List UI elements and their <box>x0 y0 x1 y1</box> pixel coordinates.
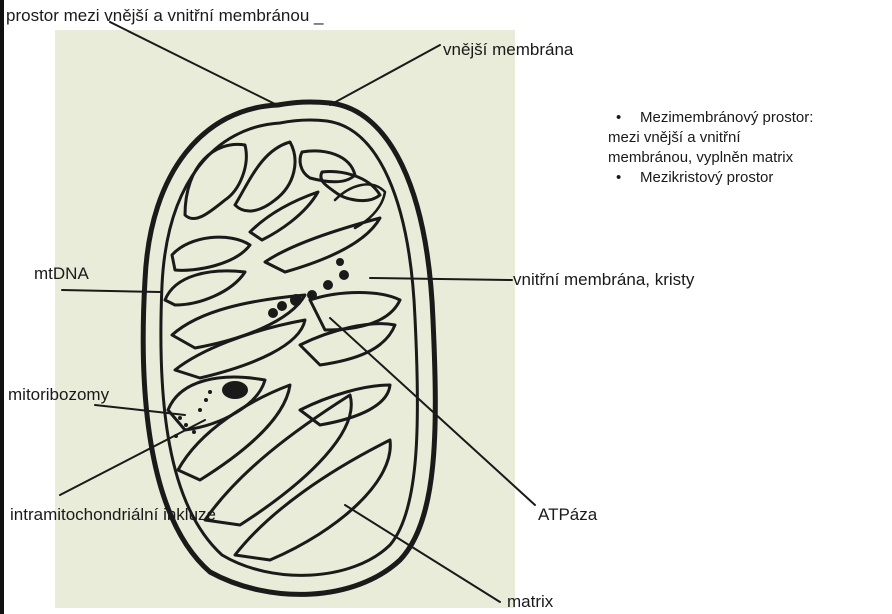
crista-5 <box>165 271 245 305</box>
label-inner-membrane: vnitřní membrána, kristy <box>513 270 694 290</box>
atpase-particle <box>336 258 344 266</box>
atpase-particle <box>323 280 333 290</box>
atpase-particle <box>268 308 278 318</box>
atpase-particle <box>307 290 317 300</box>
crista-2 <box>250 192 318 240</box>
atpase-particle <box>339 270 349 280</box>
leader-intermembrane <box>110 22 275 104</box>
intramitochondrial-inclusion <box>222 381 248 399</box>
ribosome-dot <box>174 434 178 438</box>
crista-4 <box>265 218 380 272</box>
notes-list: •Mezimembránový prostor: mezi vnější a v… <box>608 108 888 188</box>
ribosome-dot <box>192 430 196 434</box>
note-item-intermembrane: •Mezimembránový prostor: <box>608 108 888 128</box>
bullet: • <box>616 168 630 188</box>
label-mtdna: mtDNA <box>34 264 89 284</box>
note-item-intercristal: •Mezikristový prostor <box>608 168 888 188</box>
ribosome-dot <box>184 423 188 427</box>
leader-outer-membrane <box>330 45 440 105</box>
leader-inclusion <box>60 420 205 495</box>
leader-mitoribosomes <box>95 405 185 415</box>
crista-3 <box>321 172 380 201</box>
crista-top-right <box>300 151 355 182</box>
label-atpase: ATPáza <box>538 505 597 525</box>
label-inclusion: intramitochondriální inkluze <box>10 505 216 525</box>
ribosome-dot <box>204 398 208 402</box>
note-item-intermembrane-l2: mezi vnější a vnitřní <box>608 128 888 148</box>
bullet: • <box>616 108 630 128</box>
ribosome-dot <box>208 390 212 394</box>
label-outer-membrane: vnější membrána <box>443 40 573 60</box>
leader-inner-membrane <box>370 278 512 280</box>
crista-1 <box>172 237 250 270</box>
note-item-intermembrane-l3: membránou, vyplněn matrix <box>608 148 888 168</box>
label-intermembrane-space: prostor mezi vnější a vnitřní membránou … <box>6 6 323 26</box>
ribosome-dot <box>178 416 182 420</box>
atpase-particle <box>277 301 287 311</box>
crista-14 <box>300 385 390 425</box>
crista-13 <box>235 440 390 560</box>
label-matrix: matrix <box>507 592 553 612</box>
ribosome-dot <box>198 408 202 412</box>
atpase-particle <box>290 294 302 306</box>
label-mitoribosomes: mitoribozomy <box>8 385 109 405</box>
